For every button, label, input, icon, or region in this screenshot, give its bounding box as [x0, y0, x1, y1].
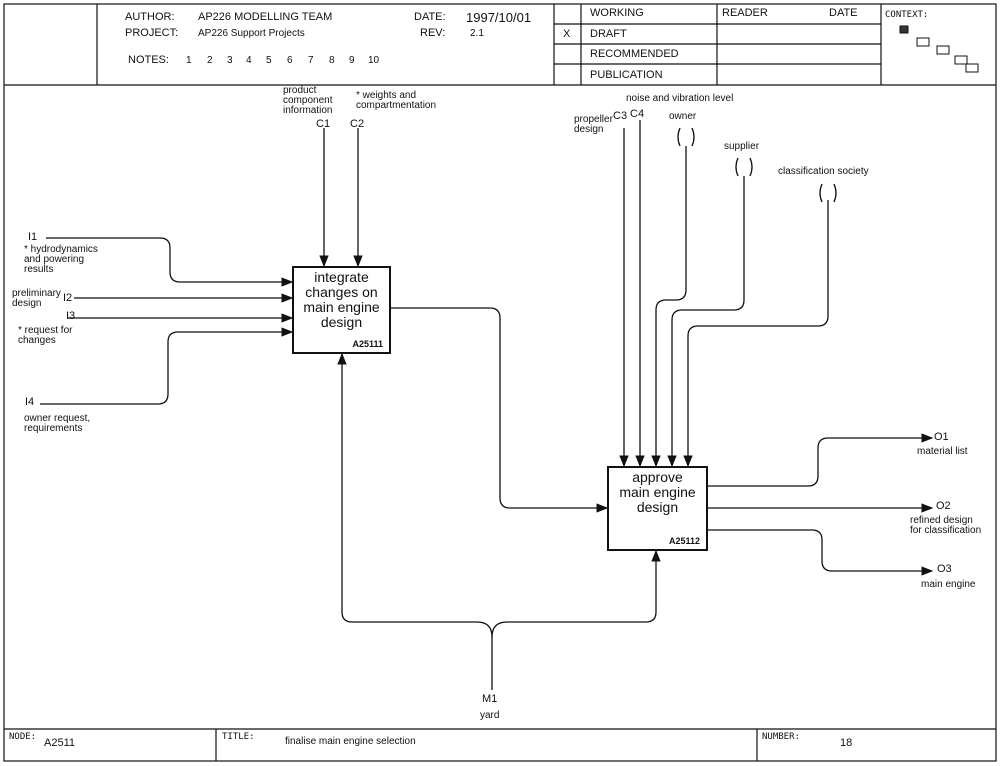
- activity-number: A25112: [668, 536, 700, 546]
- tunnel-mark: [677, 127, 681, 147]
- activity-title: integrate changes on main engine design: [303, 269, 380, 330]
- note-6: 6: [287, 55, 293, 66]
- note-8: 8: [329, 55, 335, 66]
- context-box-active: [899, 25, 909, 34]
- c2-code: C2: [350, 118, 365, 130]
- status-draft-mark: X: [563, 28, 571, 40]
- i1-arrow: [46, 237, 294, 287]
- supplier-text: supplier: [724, 141, 760, 152]
- project-label: PROJECT:: [125, 27, 179, 39]
- o2-text: refined design for classification: [910, 515, 982, 536]
- page-frame: [3, 3, 997, 762]
- o3-arrow: [708, 529, 934, 576]
- o2-code: O2: [936, 500, 951, 512]
- rev-label: REV:: [420, 27, 446, 39]
- c4-code: C4: [630, 108, 645, 120]
- context-box: [954, 55, 968, 65]
- o1-text: material list: [917, 446, 968, 457]
- c3-text: propeller design: [574, 114, 613, 135]
- note-5: 5: [266, 55, 272, 66]
- o1-code: O1: [934, 431, 949, 443]
- class-society-arrow: [683, 200, 829, 468]
- note-7: 7: [308, 55, 314, 66]
- c3-code: C3: [613, 110, 628, 122]
- activity-box-a25111: integrate changes on main engine design …: [292, 266, 391, 354]
- c2-text: * weights and compartmentation: [356, 90, 437, 111]
- status-working: WORKING: [590, 7, 644, 19]
- tunnel-mark: [735, 157, 739, 177]
- activity-title: approve main engine design: [619, 469, 696, 515]
- number-label: NUMBER:: [762, 732, 800, 742]
- tunnel-mark: [749, 157, 753, 177]
- status-draft: DRAFT: [590, 28, 627, 40]
- i1-text: * hydrodynamics and powering results: [24, 244, 98, 275]
- c1-code: C1: [316, 118, 331, 130]
- o1-arrow: [708, 433, 934, 487]
- i4-code: I4: [25, 396, 35, 408]
- context-box: [936, 45, 950, 55]
- context-label: CONTEXT:: [885, 10, 929, 20]
- note-3: 3: [227, 55, 233, 66]
- i2-code: I2: [63, 292, 73, 304]
- status-publication: PUBLICATION: [590, 69, 663, 81]
- diagram-title: finalise main engine selection: [285, 736, 416, 747]
- o3-text: main engine: [921, 579, 976, 590]
- i3-text: * request for changes: [18, 325, 73, 346]
- a25111-to-a25112-arrow: [391, 307, 609, 513]
- context-box: [916, 37, 930, 47]
- note-2: 2: [207, 55, 213, 66]
- class-society-text: classification society: [778, 166, 869, 177]
- m1-text: yard: [480, 710, 500, 721]
- tunnel-mark: [819, 183, 823, 203]
- owner-arrow: [651, 146, 687, 468]
- status-recommended: RECOMMENDED: [590, 48, 679, 60]
- i2-text: preliminary design: [12, 288, 61, 309]
- supplier-arrow: [667, 176, 745, 468]
- activity-number: A25111: [352, 339, 383, 349]
- note-1: 1: [186, 55, 192, 66]
- notes-label: NOTES:: [128, 54, 169, 66]
- activity-box-a25112: approve main engine design A25112: [607, 466, 708, 551]
- i4-text: owner request, requirements: [24, 413, 91, 434]
- note-4: 4: [246, 55, 252, 66]
- i1-code: I1: [28, 231, 38, 243]
- reader-date-label: DATE: [829, 7, 858, 19]
- m1-arrow-to-a25112: [491, 549, 661, 638]
- c1-text: product component information: [283, 85, 333, 116]
- author-label: AUTHOR:: [125, 11, 175, 23]
- date-value: 1997/10/01: [466, 10, 532, 25]
- i4-arrow: [40, 327, 294, 405]
- project-value: AP226 Support Projects: [198, 28, 305, 39]
- tunnel-mark: [833, 183, 837, 203]
- note-9: 9: [349, 55, 355, 66]
- reader-label: READER: [722, 7, 768, 19]
- m1-code: M1: [482, 693, 498, 705]
- author-value: AP226 MODELLING TEAM: [198, 11, 333, 23]
- number-value: 18: [840, 737, 853, 749]
- node-label: NODE:: [9, 732, 37, 742]
- title-label: TITLE:: [222, 732, 255, 742]
- context-box: [965, 63, 979, 73]
- owner-text: owner: [669, 111, 697, 122]
- note-10: 10: [368, 55, 380, 66]
- node-value: A2511: [44, 737, 75, 749]
- o3-code: O3: [937, 563, 952, 575]
- c4-text: noise and vibration level: [626, 93, 734, 104]
- m1-arrow-to-a25111: [337, 352, 493, 690]
- i3-code: I3: [66, 310, 76, 322]
- rev-value: 2.1: [470, 28, 484, 39]
- tunnel-mark: [691, 127, 695, 147]
- date-label: DATE:: [414, 11, 446, 23]
